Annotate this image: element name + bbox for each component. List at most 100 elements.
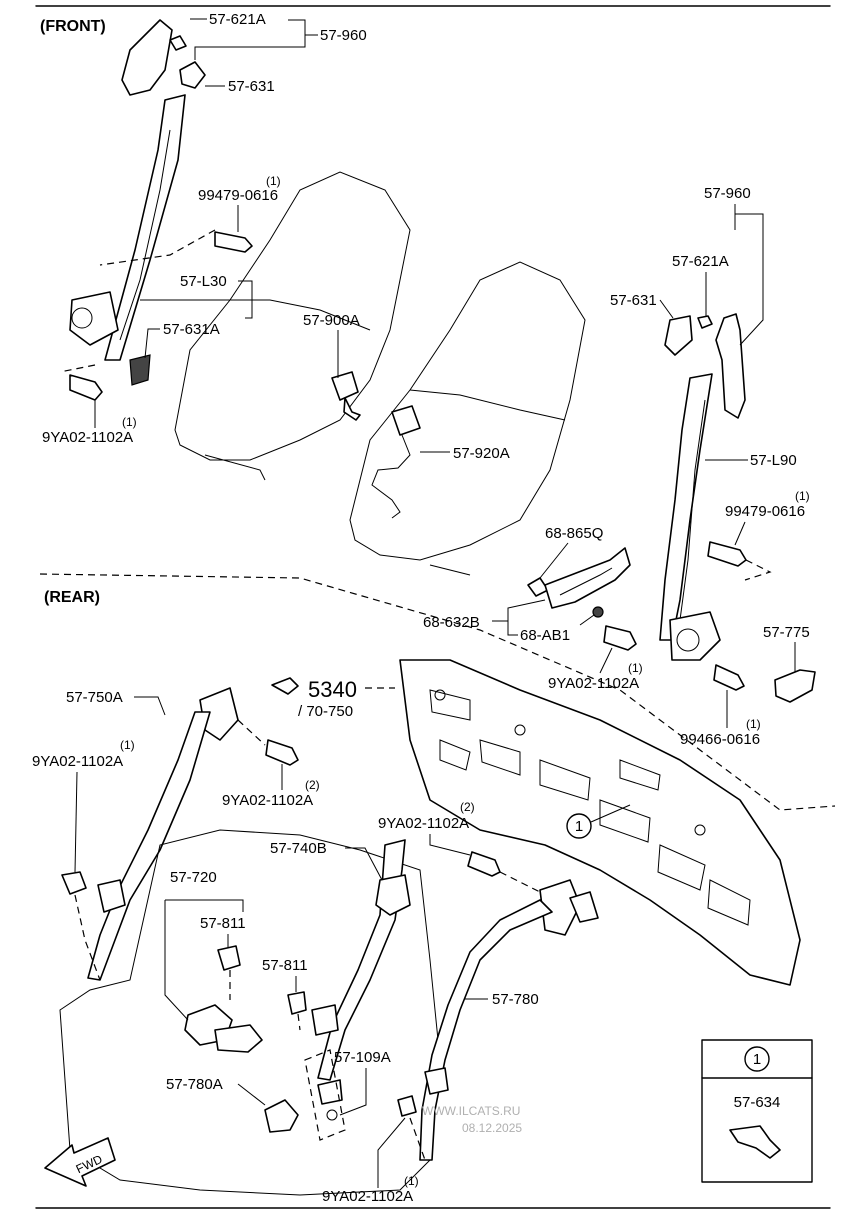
label-9ya02-note-rear-a: (1) [120, 738, 135, 752]
label-9ya02-rear-a: 9YA02-1102A [32, 753, 123, 770]
label-57-109a: 57-109A [334, 1049, 391, 1066]
front-left-bolt-upper [214, 231, 253, 253]
rear-right-tongue [424, 1067, 449, 1095]
front-right-belt-webbing [659, 373, 713, 641]
rear-buckle-720 [184, 945, 307, 1053]
label-57-l30-front: 57-L30 [180, 273, 227, 290]
front-right-bolt-anchor [713, 664, 745, 691]
front-right-retractor [669, 611, 721, 661]
label-57-960-front: 57-960 [320, 27, 367, 44]
label-68-865q: 68-865Q [545, 525, 603, 542]
label-99466: 99466-0616 [680, 731, 760, 748]
rear-right-retractor [539, 879, 581, 936]
label-57-631-right: 57-631 [610, 292, 657, 309]
front-left-guide-part [179, 61, 206, 89]
label-99479-note-right: (1) [795, 489, 810, 503]
label-57-750a: 57-750A [66, 689, 123, 706]
watermark-line2: 08.12.2025 [462, 1121, 522, 1135]
rear-seat-cushion [59, 829, 441, 1196]
rear-center-anchor [317, 1079, 343, 1105]
label-57-621a-front: 57-621A [209, 11, 266, 28]
front-right-guide-part [664, 315, 693, 356]
label-5340: 5340 [308, 677, 357, 702]
label-99479-right: 99479-0616 [725, 503, 805, 520]
rear-right-bolt-lower [397, 1095, 417, 1117]
inset-part-label: 57-634 [734, 1094, 781, 1111]
front-left-retractor [69, 291, 119, 346]
rear-center-retractor [375, 874, 411, 916]
watermark-line1: WWW.ILCATS.RU [422, 1104, 520, 1118]
callout-1-marker: 1 [575, 818, 583, 835]
label-57-l90-right: 57-L90 [750, 452, 797, 469]
trim-cover-group [527, 547, 631, 618]
label-57-621a-right: 57-621A [672, 253, 729, 270]
front-right-anchor-plate [774, 669, 816, 703]
rear-left-tongue [97, 879, 126, 913]
inset-box: 1 57-634 [701, 1039, 813, 1183]
label-99479-front: 99479-0616 [198, 187, 278, 204]
label-57-960-right: 57-960 [704, 185, 751, 202]
part-5340-clip [271, 677, 299, 695]
inset-part-shape [729, 1125, 781, 1159]
label-9ya02-note-right: (1) [628, 661, 643, 675]
rear-right-bolt-upper [467, 851, 501, 877]
label-68-ab1: 68-AB1 [520, 627, 570, 644]
rear-panel [399, 659, 801, 986]
rear-center-belt-assembly [304, 839, 411, 1141]
inset-marker: 1 [753, 1051, 761, 1068]
front-left-adjuster-part [121, 19, 173, 96]
label-57-811-b: 57-811 [262, 957, 308, 974]
front-left-belt-assembly [59, 19, 253, 401]
rear-bolt-811a [217, 945, 241, 971]
label-57-631a-front: 57-631A [163, 321, 220, 338]
front-right-adjuster-part [715, 313, 746, 419]
label-57-811-a: 57-811 [200, 915, 246, 932]
front-right-belt-assembly [603, 313, 816, 703]
section-front-title: (FRONT) [40, 18, 106, 35]
inset-marker-circle [744, 1046, 770, 1072]
label-57-920a-front: 57-920A [453, 445, 510, 462]
label-9ya02-rear-d: 9YA02-1102A [322, 1188, 413, 1205]
rear-bolt-811b [287, 991, 307, 1015]
front-seat-left [174, 171, 411, 481]
label-99466-note: (1) [746, 717, 761, 731]
front-right-bolt-upper [707, 541, 747, 567]
rear-left-bolt-upper [265, 739, 299, 766]
label-57-720: 57-720 [170, 869, 217, 886]
front-left-cover [129, 354, 151, 386]
rear-center-belt-webbing [317, 839, 406, 1081]
section-rear-title: (REAR) [44, 589, 100, 606]
label-57-900a-front: 57-900A [303, 312, 360, 329]
rear-center-washer [326, 1109, 338, 1121]
rear-left-bolt-lower [61, 871, 87, 895]
front-left-bolt-top [169, 35, 187, 51]
label-9ya02-front: 9YA02-1102A [42, 429, 133, 446]
label-9ya02-note-front: (1) [122, 415, 137, 429]
label-9ya02-rear-c: 9YA02-1102A [378, 815, 469, 832]
trim-nut-ab1 [592, 606, 604, 618]
fwd-arrow: FWD [44, 1137, 116, 1187]
front-buckle-920a [371, 405, 421, 519]
label-9ya02-note-rear-c: (2) [460, 800, 475, 814]
rear-right-belt-assembly [397, 851, 599, 1161]
label-57-631-front: 57-631 [228, 78, 275, 95]
label-9ya02-right: 9YA02-1102A [548, 675, 639, 692]
rear-center-tongue [311, 1004, 339, 1036]
rear-right-belt-webbing [419, 899, 553, 1161]
label-57-775: 57-775 [763, 624, 810, 641]
front-right-bolt-top [697, 315, 713, 329]
front-seat-right [349, 261, 586, 576]
label-9ya02-rear-b: 9YA02-1102A [222, 792, 313, 809]
label-57-780: 57-780 [492, 991, 539, 1008]
label-70-750: / 70-750 [298, 703, 353, 720]
section-divider [39, 573, 836, 811]
label-68-632b: 68-632B [423, 614, 480, 631]
label-99479-note-front: (1) [266, 174, 281, 188]
trim-cover-632b [544, 547, 631, 609]
label-9ya02-note-rear-d: (1) [404, 1174, 419, 1188]
front-left-bolt-lower [69, 374, 103, 401]
label-57-780a: 57-780A [166, 1076, 223, 1093]
front-right-bolt-lower [603, 625, 637, 651]
callout-1: 1 [566, 804, 631, 839]
